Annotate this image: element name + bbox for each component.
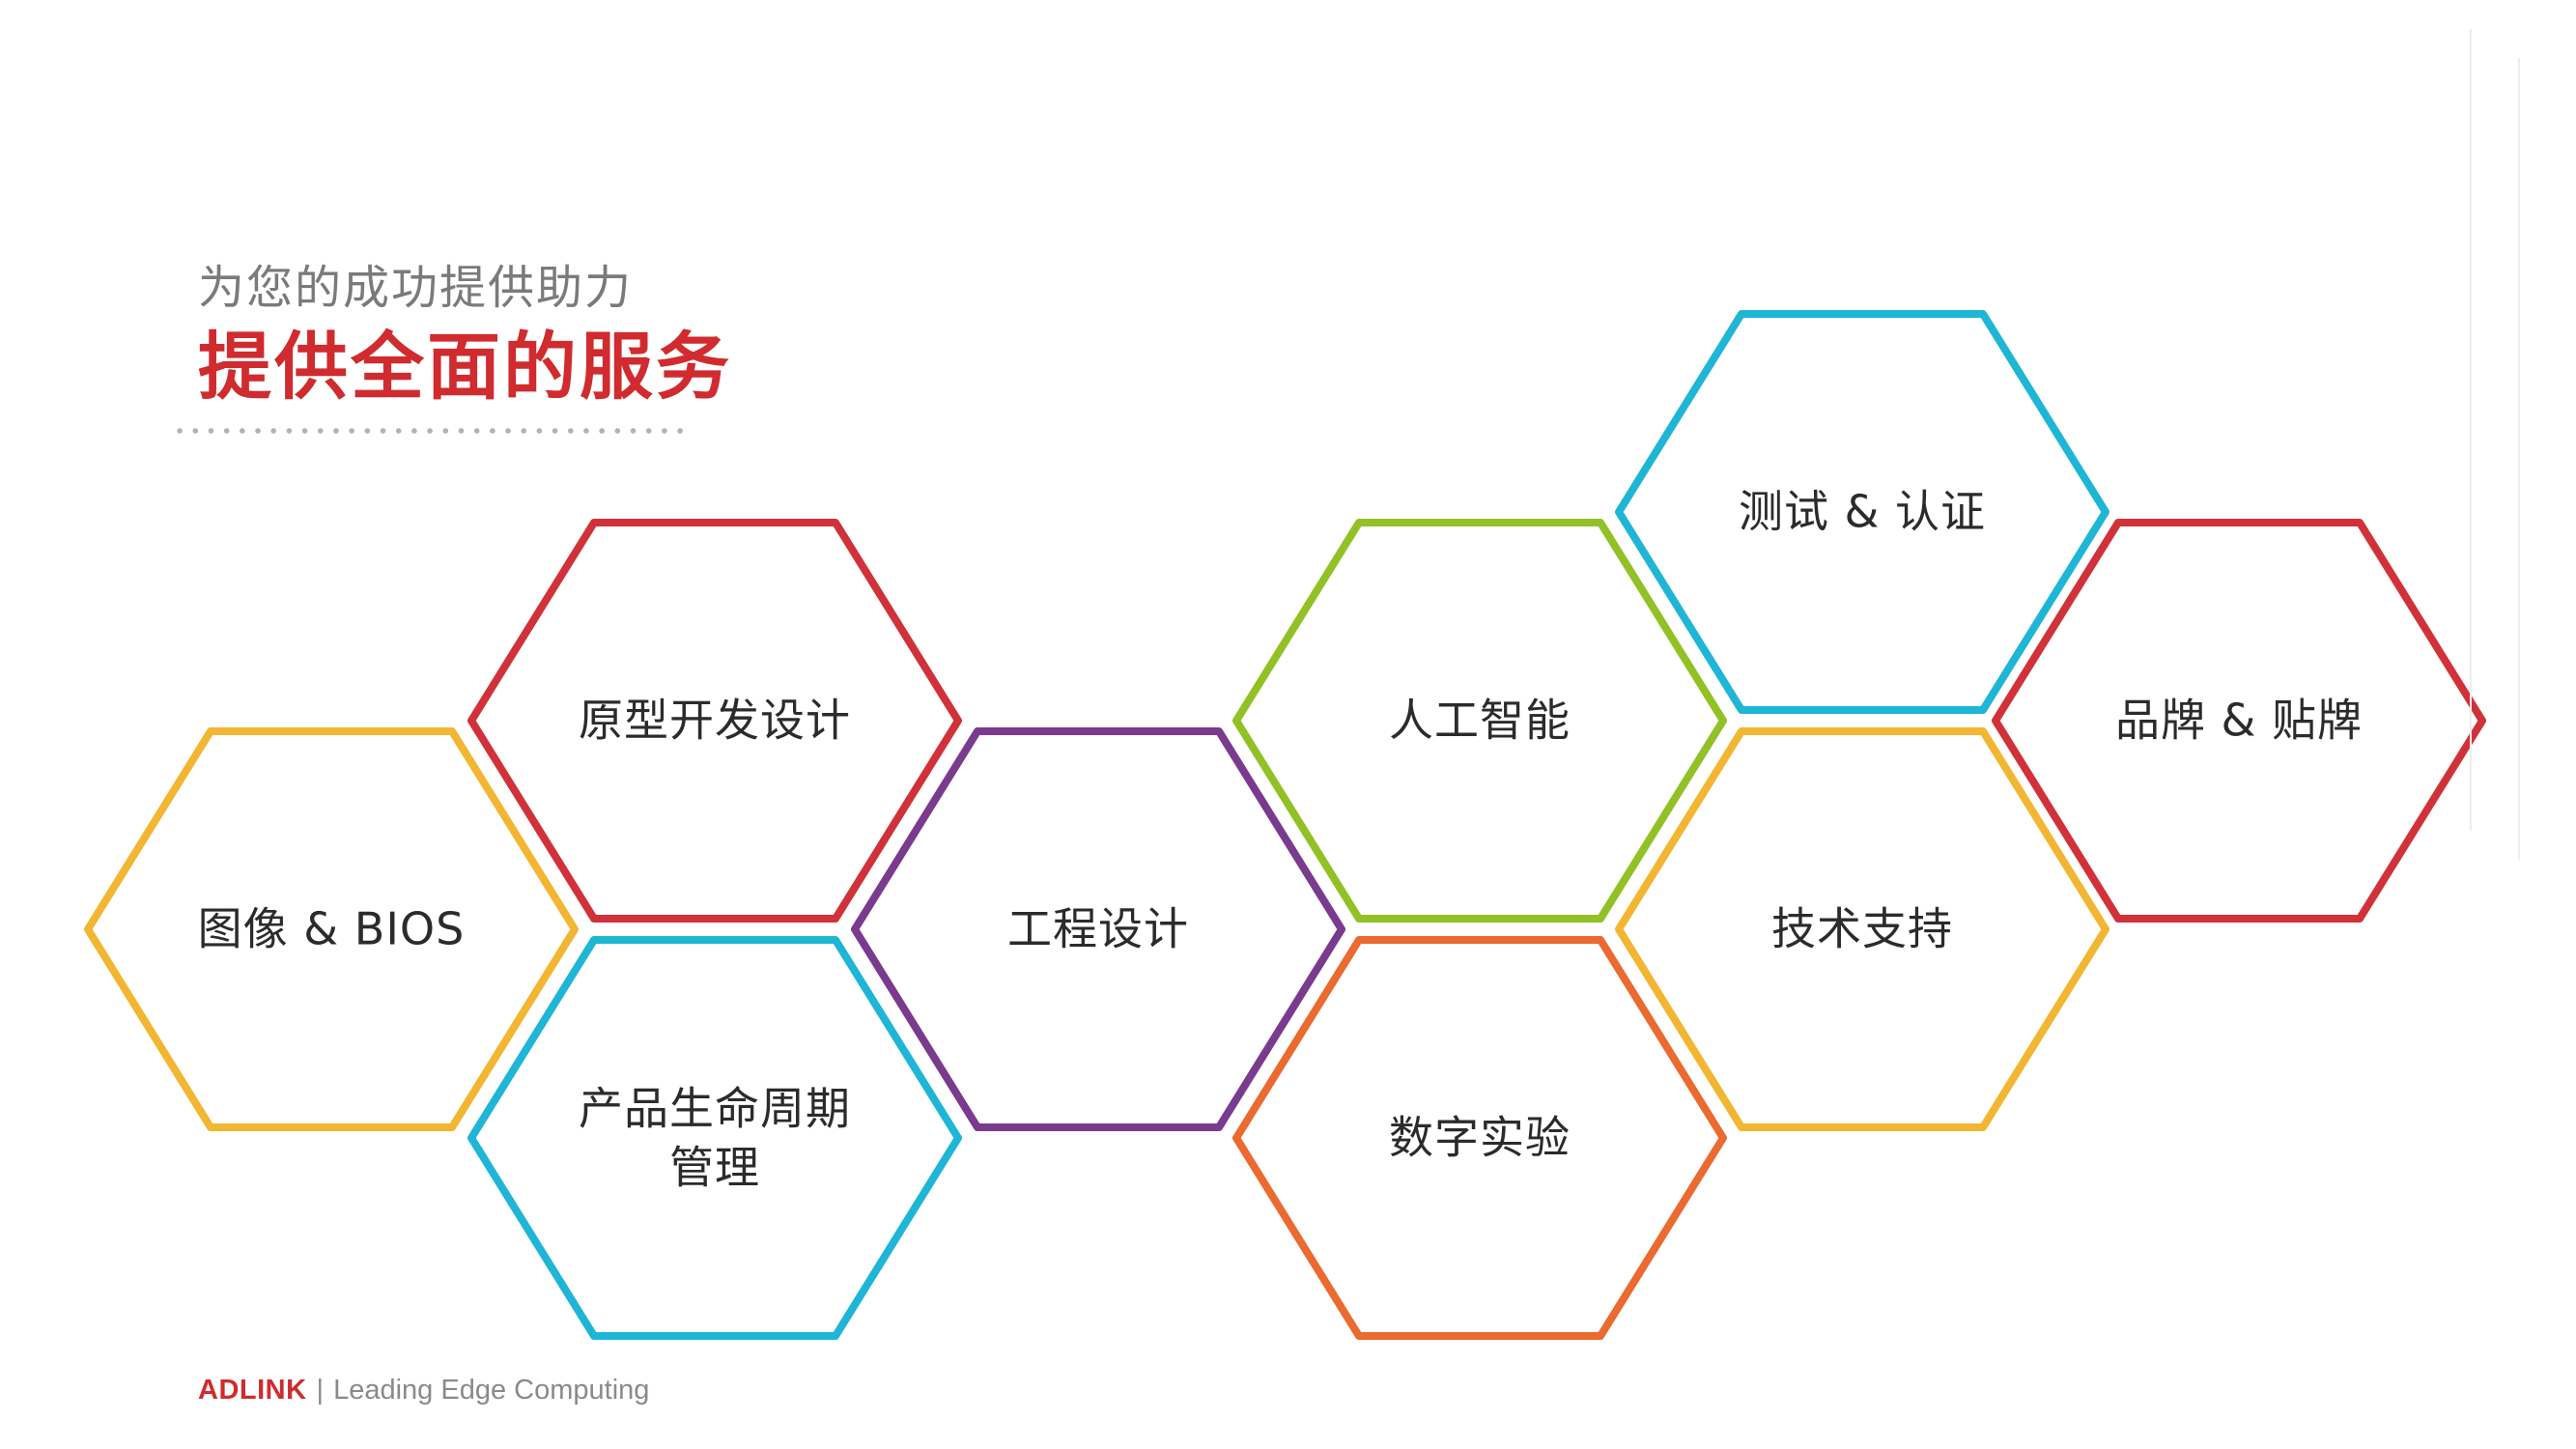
hexagon-engineering <box>851 727 1345 1131</box>
hexagon-label-ai: 人工智能 <box>1296 692 1663 751</box>
right-edge-rule <box>2470 29 2472 831</box>
hexagon-label-line: 工程设计 <box>1007 902 1189 955</box>
footer-separator: | <box>316 1375 325 1406</box>
hexagon-branding <box>1992 519 2486 923</box>
hexagon-label-test-cert: 测试 & 认证 <box>1679 483 2046 542</box>
hexagon-tech-support <box>1615 727 2109 1131</box>
right-edge-rule-2 <box>2518 58 2520 860</box>
hexagon-digital-lab <box>1232 936 1727 1340</box>
hexagon-label-branding: 品牌 & 贴牌 <box>2055 692 2422 751</box>
footer-tagline: Leading Edge Computing <box>333 1375 650 1406</box>
hexagon-test-cert <box>1615 310 2109 714</box>
hexagon-label-tech-support: 技术支持 <box>1679 900 2046 959</box>
hexagon-imaging-bios <box>84 727 579 1131</box>
hexagon-label-line: 人工智能 <box>1389 694 1571 747</box>
footer-brand: ADLINK <box>198 1375 307 1406</box>
hexagon-label-prototype: 原型开发设计 <box>531 692 898 751</box>
hexagon-label-engineering: 工程设计 <box>915 900 1282 959</box>
hexagon-label-plm: 产品生命周期管理 <box>531 1079 898 1196</box>
hexagon-ai <box>1232 519 1727 923</box>
hexagon-label-line: 管理 <box>669 1141 760 1193</box>
hexagon-label-line: 测试 & 认证 <box>1738 485 1987 538</box>
hexagon-label-line: 品牌 & 贴牌 <box>2114 694 2364 747</box>
hexagon-prototype <box>467 519 962 923</box>
hexagon-label-line: 技术支持 <box>1771 902 1953 955</box>
hexagon-label-line: 图像 & BIOS <box>197 902 466 955</box>
hexagon-label-line: 数字实验 <box>1389 1111 1571 1164</box>
hexagon-label-imaging-bios: 图像 & BIOS <box>148 900 515 959</box>
hexagon-label-digital-lab: 数字实验 <box>1296 1109 1663 1168</box>
dotted-divider <box>172 426 684 436</box>
hexagon-label-line: 原型开发设计 <box>579 694 851 747</box>
footer: ADLINK | Leading Edge Computing <box>198 1375 649 1406</box>
page-title: 提供全面的服务 <box>198 324 732 410</box>
section-subtitle: 为您的成功提供助力 <box>198 261 634 315</box>
hexagon-plm <box>467 936 962 1340</box>
hexagon-label-line: 产品生命周期 <box>579 1082 851 1135</box>
